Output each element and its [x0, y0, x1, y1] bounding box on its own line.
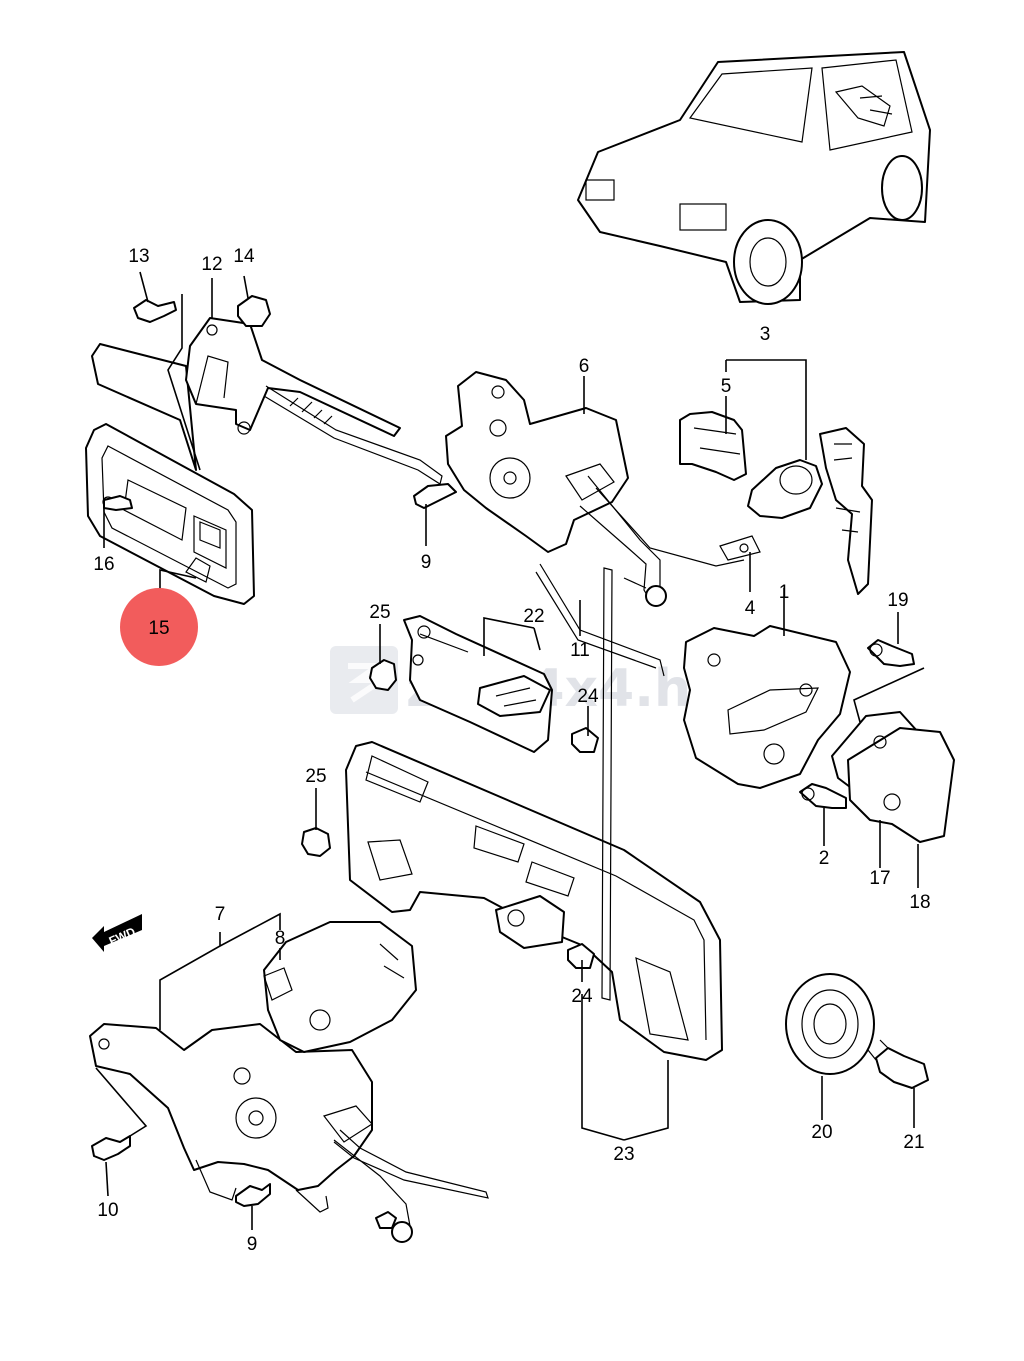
outside-door-handle	[345, 741, 723, 1061]
callout-15-label: 15	[148, 618, 169, 639]
callout-2[interactable]: 2	[819, 848, 830, 869]
fwd-direction-badge: FWD	[92, 914, 142, 952]
callout-14[interactable]: 14	[233, 246, 255, 267]
callout-24-upper[interactable]: 24	[577, 686, 599, 707]
rear-lock-assembly	[89, 921, 489, 1243]
callout-3[interactable]: 3	[760, 324, 771, 345]
callout-9-lower[interactable]: 9	[247, 1234, 258, 1255]
callout-17[interactable]: 17	[869, 868, 890, 889]
callout-25-upper[interactable]: 25	[369, 602, 390, 623]
callout-22[interactable]: 22	[523, 606, 544, 627]
callout-10[interactable]: 10	[97, 1200, 118, 1221]
callout-6[interactable]: 6	[579, 356, 590, 377]
connecting-rod	[601, 567, 613, 1001]
callout-19[interactable]: 19	[887, 590, 908, 611]
callout-18[interactable]: 18	[909, 892, 930, 913]
callout-23[interactable]: 23	[613, 1144, 634, 1165]
callout-16[interactable]: 16	[93, 554, 114, 575]
small-fasteners	[799, 639, 915, 809]
callout-8[interactable]: 8	[275, 928, 286, 949]
callout-1[interactable]: 1	[779, 582, 790, 603]
callout-labels: 1 2 3 4 5 6 7 8 9 9 10 11 12 13 14 16 17…	[93, 246, 930, 1255]
callout-11[interactable]: 11	[570, 640, 590, 661]
callout-25-lower[interactable]: 25	[305, 766, 326, 787]
callout-7[interactable]: 7	[215, 904, 226, 925]
fwd-label: FWD	[107, 924, 138, 948]
door-latch	[683, 625, 955, 843]
callout-9-upper[interactable]: 9	[421, 552, 432, 573]
callout-21[interactable]: 21	[903, 1132, 924, 1153]
outer-handle-mechanism	[403, 615, 553, 753]
callout-4[interactable]: 4	[745, 598, 756, 619]
callout-24-lower[interactable]: 24	[571, 986, 593, 1007]
inner-handle-bezel	[85, 423, 255, 605]
highlight-circle	[120, 588, 198, 666]
screws-and-clips	[91, 295, 599, 1229]
key-cylinder-assembly	[679, 411, 873, 595]
callout-5[interactable]: 5	[721, 376, 732, 397]
vehicle-illustration	[577, 51, 931, 305]
callout-20[interactable]: 20	[811, 1122, 832, 1143]
grommet-and-bolt	[785, 973, 929, 1089]
door-lock-mechanism	[445, 371, 745, 677]
highlighted-callout-15[interactable]: 15	[120, 588, 198, 666]
callout-13[interactable]: 13	[128, 246, 149, 267]
leader-lines	[95, 271, 925, 1230]
callout-12[interactable]: 12	[201, 254, 222, 275]
